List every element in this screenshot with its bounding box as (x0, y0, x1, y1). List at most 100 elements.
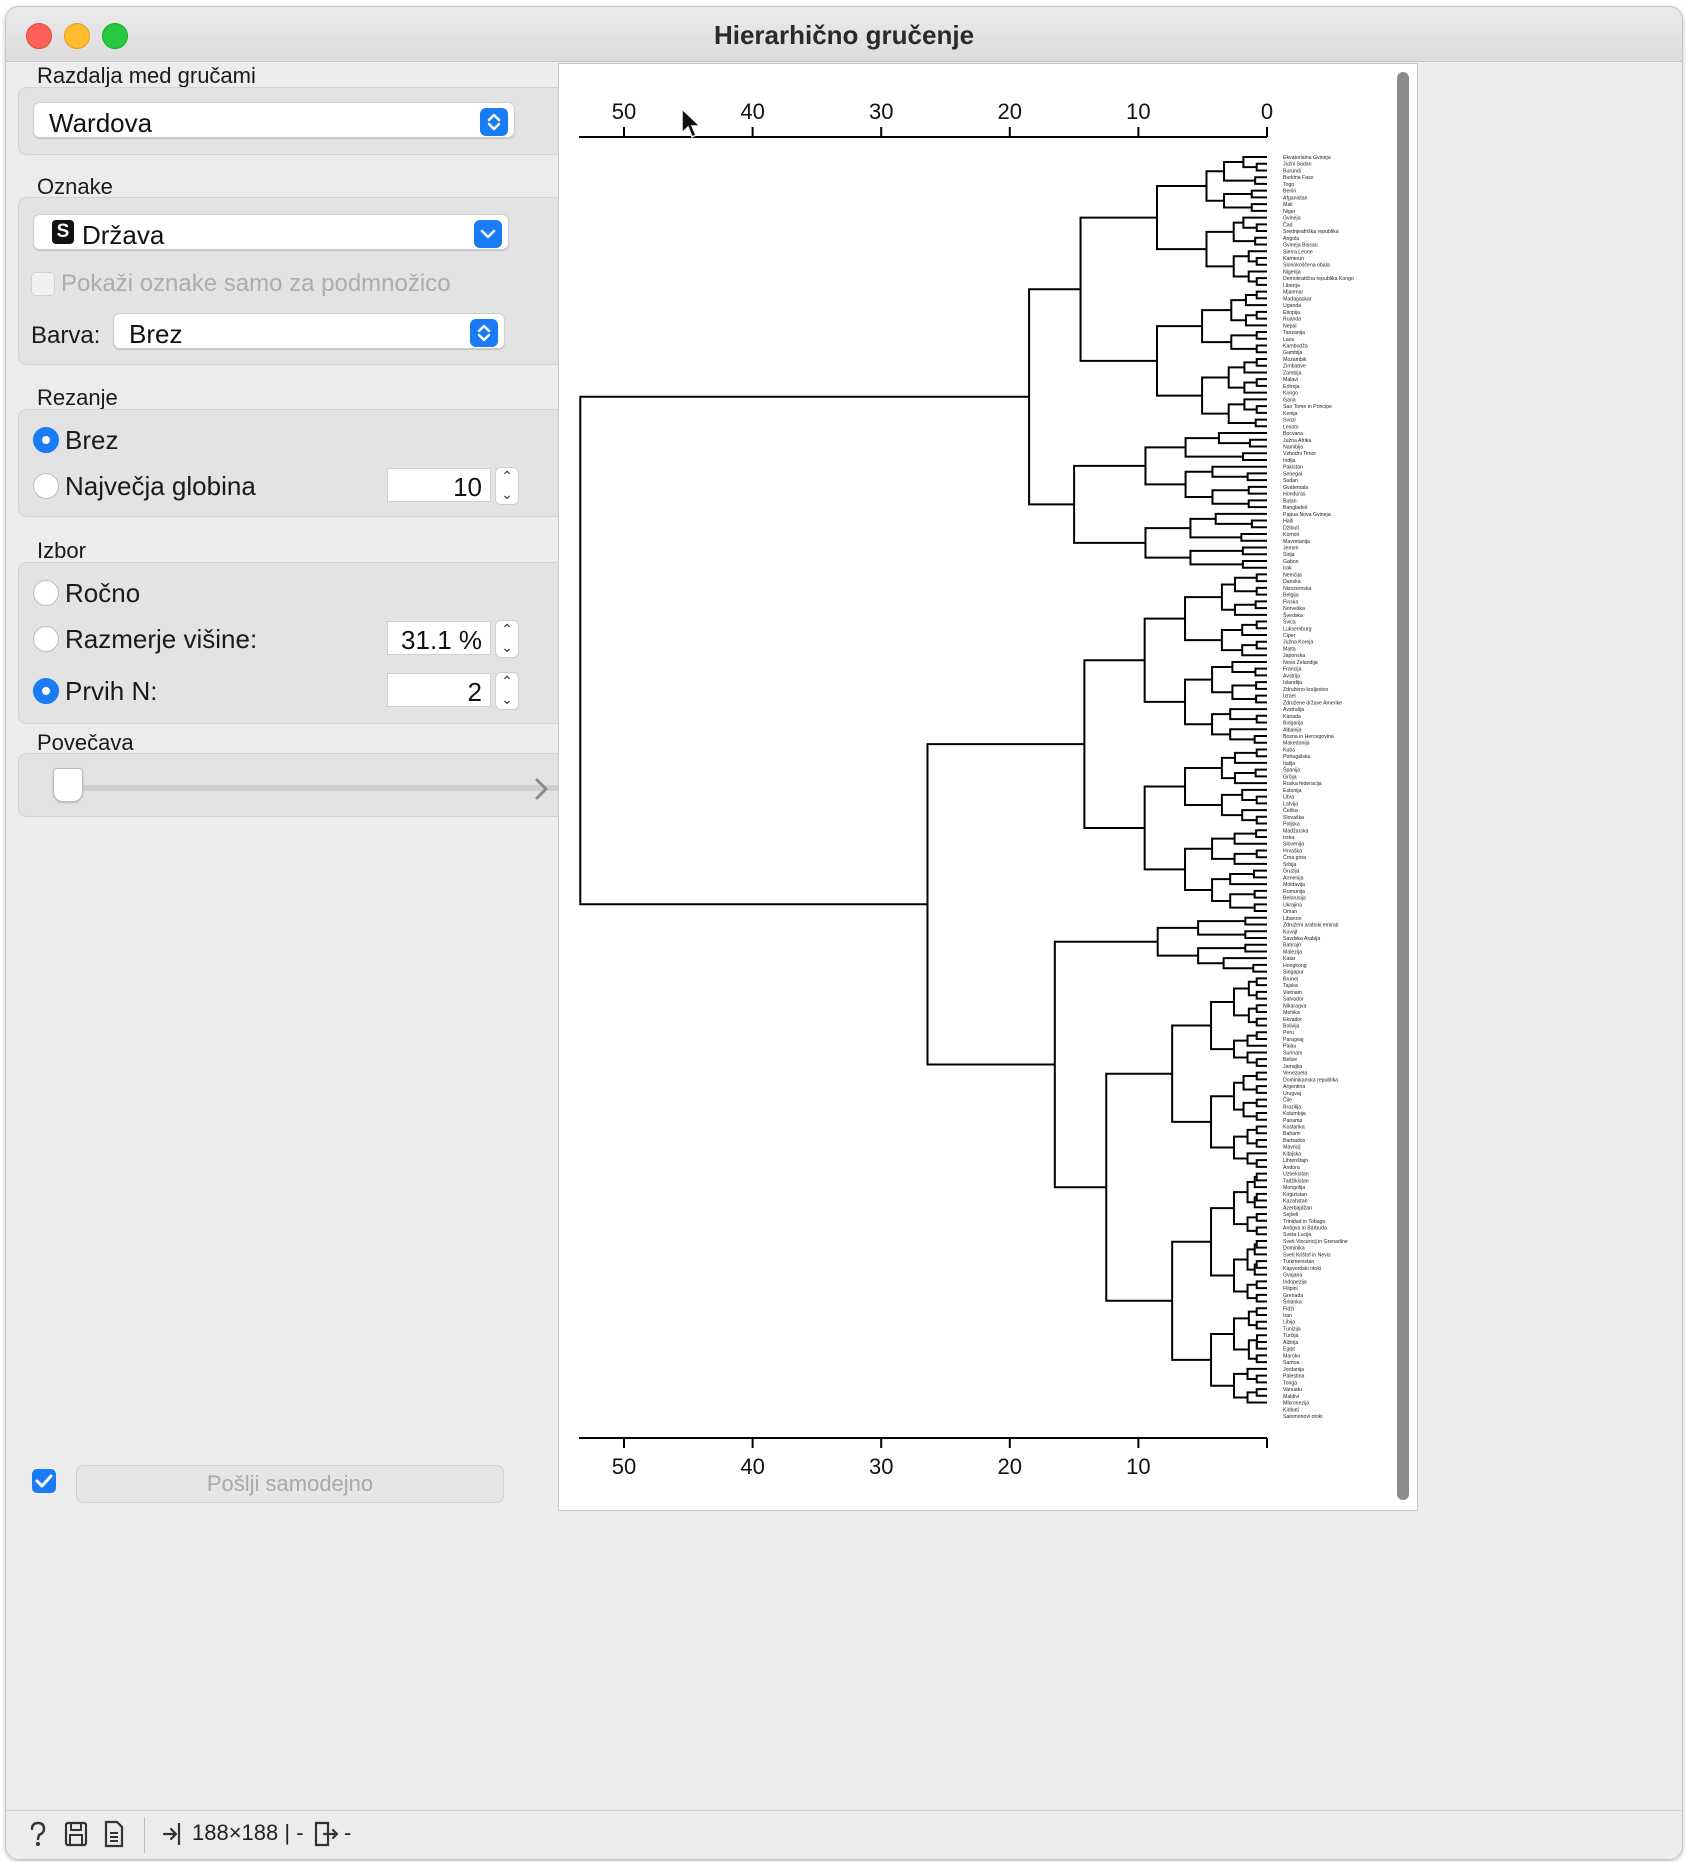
dendrogram-link (1233, 832, 1267, 845)
leaf-label: Sveti Vincencij in Grenadine (1283, 1239, 1348, 1245)
max-depth-input[interactable]: 10 (387, 468, 491, 502)
dendrogram-link (1073, 464, 1146, 544)
leaf-label: Južna Koreja (1283, 640, 1313, 646)
dendrogram-link (1201, 376, 1229, 415)
leaf-label: Švica (1283, 619, 1296, 626)
leaf-label: Togo (1283, 182, 1294, 188)
dendrogram-link (1211, 713, 1231, 736)
leaf-label: Estonija (1283, 788, 1302, 794)
selection-topn-radio[interactable] (33, 678, 59, 704)
top-n-stepper[interactable]: ⌃⌄ (495, 672, 519, 710)
dendrogram-link (1105, 1072, 1173, 1302)
pruning-none-radio[interactable] (33, 427, 59, 453)
dendrogram-link (1253, 889, 1267, 899)
leaf-label: Peru (1283, 1030, 1294, 1036)
leaf-label: Kambodža (1283, 344, 1308, 350)
dendrogram-link (1255, 1085, 1267, 1094)
help-icon[interactable] (24, 1819, 52, 1854)
dendrogram-link (1205, 170, 1225, 202)
height-ratio-stepper[interactable]: ⌃⌄ (495, 620, 519, 658)
close-button[interactable] (26, 23, 52, 49)
zoom-button[interactable] (102, 23, 128, 49)
dendrogram-link (1255, 1374, 1267, 1384)
dendrogram-link (1244, 314, 1267, 327)
leaf-label: Mavricij (1283, 1145, 1301, 1151)
dendrogram-link (1255, 357, 1267, 367)
zoom-box (18, 753, 627, 817)
selection-height-radio[interactable] (33, 626, 59, 652)
annotation-combo[interactable]: S Država (33, 214, 509, 250)
selection-manual-radio[interactable] (33, 580, 59, 606)
dendrogram-link (1255, 795, 1267, 805)
dendrogram-link (1231, 684, 1257, 700)
dendrogram-link (1247, 1339, 1258, 1360)
top-n-input[interactable]: 2 (387, 673, 491, 707)
vertical-scrollbar[interactable] (1397, 72, 1409, 1500)
leaf-label: Nemčija (1283, 572, 1302, 578)
leaf-label: Ekvador (1283, 1017, 1302, 1023)
dendrogram-link (1250, 189, 1267, 199)
leaf-label: Barbados (1283, 1138, 1306, 1144)
leaf-label: Južni Sudan (1283, 162, 1312, 168)
leaf-label: Belorusija (1283, 896, 1306, 902)
dendrogram-link (1242, 156, 1267, 169)
leaf-label: Finska (1283, 599, 1298, 605)
color-combo[interactable]: Brez (113, 313, 505, 349)
top-tick-label: 20 (998, 99, 1022, 124)
leaf-label: Oman (1283, 909, 1297, 915)
subset-checkbox[interactable] (31, 272, 55, 296)
zoom-slider-thumb[interactable] (53, 768, 83, 802)
leaf-label: Litva (1283, 795, 1294, 801)
leaf-label: Danska (1283, 579, 1301, 585)
dendrogram-link (1222, 957, 1267, 970)
top-tick-label: 50 (612, 99, 636, 124)
max-depth-stepper[interactable]: ⌃⌄ (495, 467, 519, 505)
dendrogram-link (1233, 576, 1257, 593)
dendrogram-link (1255, 1293, 1267, 1303)
dendrogram-link (1189, 549, 1243, 566)
dendrogram-link (1244, 916, 1267, 926)
dendrogram-link (1220, 756, 1235, 780)
height-ratio-input[interactable]: 31.1 % (387, 621, 491, 655)
dendrogram-link (1255, 1159, 1267, 1168)
bottom-tick-label: 10 (1126, 1454, 1150, 1479)
leaf-label: Afganistan (1283, 195, 1308, 201)
auto-send-checkbox[interactable] (32, 1469, 56, 1493)
dendrogram-link (1244, 294, 1267, 307)
leaf-label: Kitajska (1283, 1151, 1301, 1157)
leaf-label: Črna gora (1283, 854, 1306, 861)
save-icon[interactable] (62, 1819, 90, 1854)
leaf-label: Sirija (1283, 552, 1295, 558)
leaf-label: Francija (1283, 667, 1302, 673)
bottom-tick-label: 40 (740, 1454, 764, 1479)
linkage-value: Wardova (49, 108, 153, 138)
dendrogram-link (1253, 903, 1267, 913)
leaf-label: Avstralija (1283, 707, 1304, 713)
leaf-label: Mali (1283, 202, 1293, 208)
collapse-chevron-icon[interactable] (532, 775, 552, 808)
dendrogram-link (1201, 309, 1232, 344)
dendrogram-link (1232, 221, 1256, 243)
leaf-label: Sveti Krištof in Nevis (1283, 1252, 1331, 1258)
leaf-label: Urugvaj (1283, 1091, 1301, 1097)
leaf-label: Burkina Faso (1283, 175, 1314, 181)
pruning-depth-radio[interactable] (33, 473, 59, 499)
dendrogram-link (1184, 847, 1213, 892)
dendrogram-link (1254, 600, 1267, 610)
leaf-label: Gambija (1283, 350, 1302, 356)
leaf-label: Kamerun (1283, 256, 1304, 262)
zoom-slider-track[interactable] (59, 785, 609, 791)
report-icon[interactable] (101, 1819, 127, 1854)
leaf-label: Srednjeafriška republika (1283, 229, 1339, 235)
leaf-label: Poljska (1283, 822, 1300, 828)
dendrogram-link (1232, 1372, 1248, 1399)
leaf-label: Gvatemala (1283, 485, 1308, 491)
leaf-label: Bahrajn (1283, 943, 1301, 949)
dendrogram-link (1242, 1101, 1257, 1118)
send-button[interactable]: Pošlji samodejno (76, 1465, 504, 1503)
linkage-combo[interactable]: Wardova (33, 102, 515, 138)
minimize-button[interactable] (64, 23, 90, 49)
dendrogram-link (1255, 1017, 1267, 1027)
